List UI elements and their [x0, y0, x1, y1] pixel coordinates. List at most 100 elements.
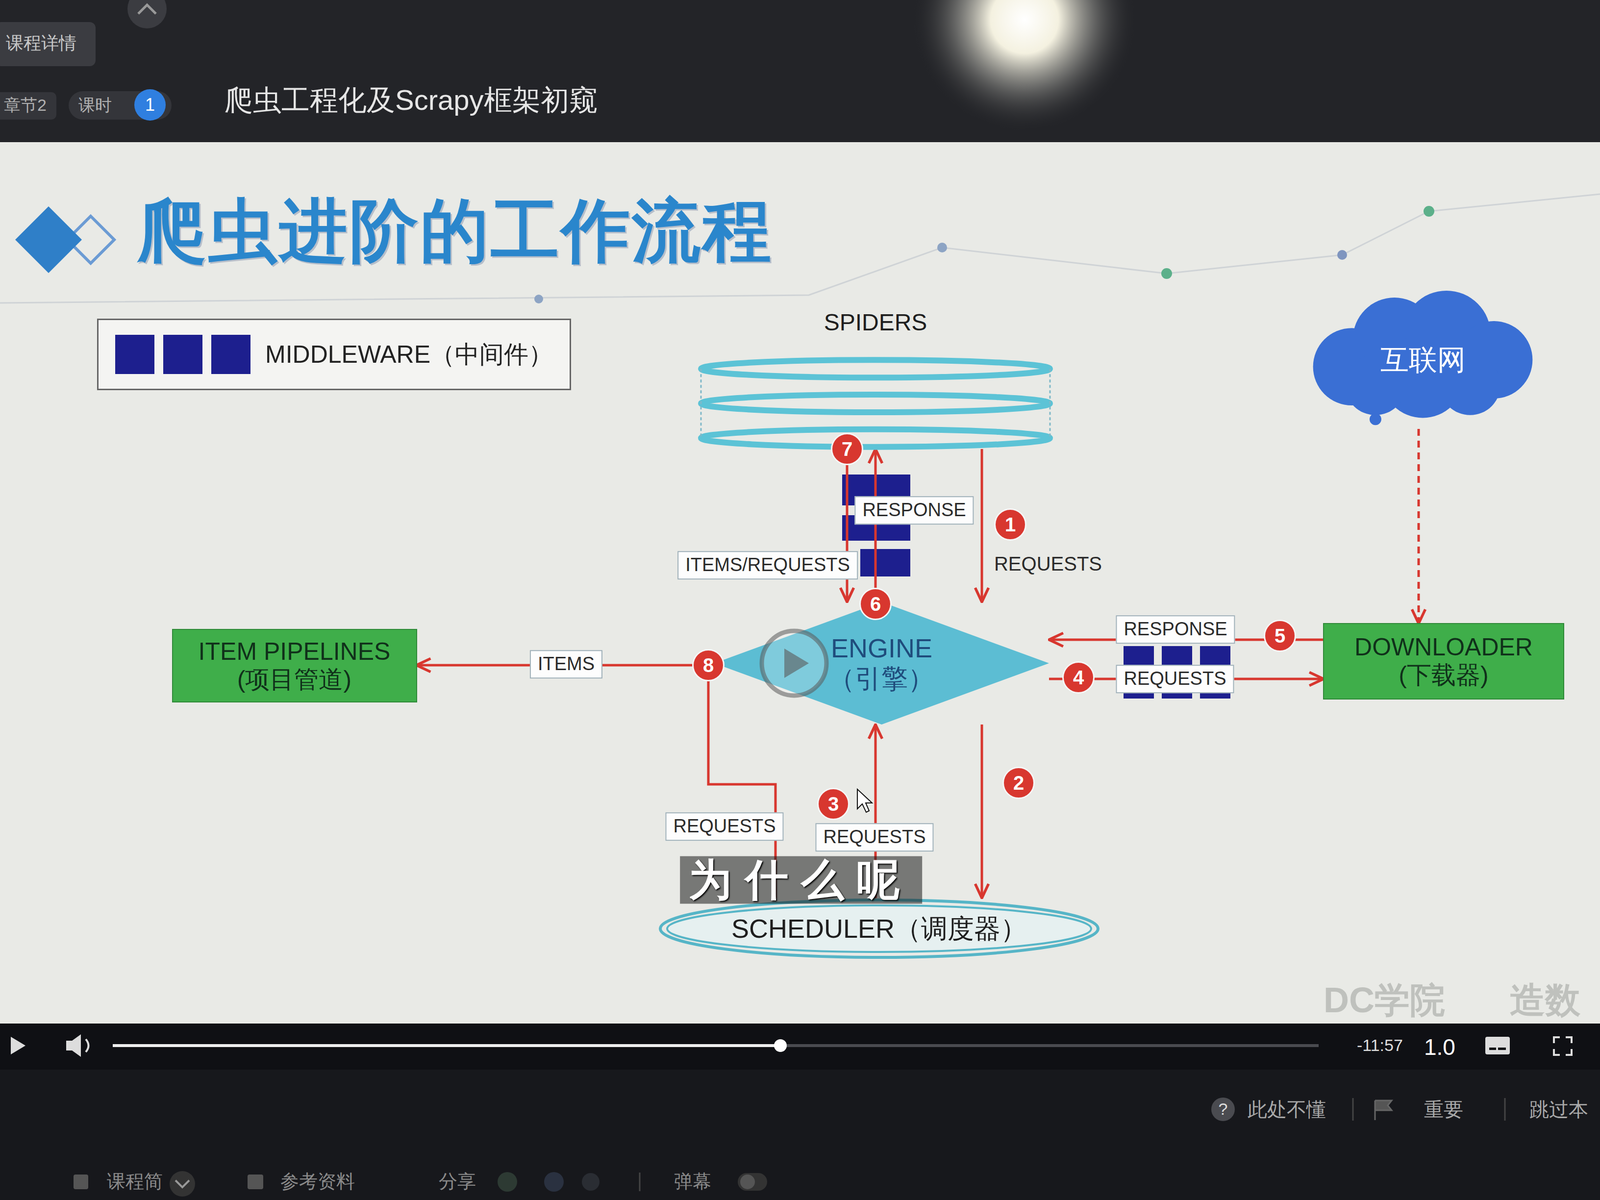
tab-title: 课程详情 [5, 32, 77, 53]
band-ring [700, 429, 1050, 448]
deco-dot [1161, 268, 1173, 279]
lesson-number: 1 [145, 94, 155, 115]
deco-dot [1423, 205, 1435, 217]
band-ring [700, 394, 1050, 413]
video-subtitle: 为什么呢 [679, 856, 923, 904]
callout-number: 3 [817, 787, 850, 821]
deco-dot [534, 294, 544, 304]
expand-button [169, 1171, 196, 1197]
watermark: DC学院 [1323, 979, 1446, 1021]
share-icon [497, 1172, 518, 1192]
screen-glare [911, 0, 1138, 133]
mouse-cursor [857, 789, 873, 813]
share-icon [581, 1173, 600, 1191]
cloud-tail [1369, 413, 1382, 425]
callout-number: 5 [1263, 619, 1297, 652]
node-text-group: 互联网 [1380, 343, 1466, 377]
legend-box: MIDDLEWARE（中间件） [97, 318, 572, 391]
legend-text: MIDDLEWARE（中间件） [265, 338, 553, 372]
watermark: 造数 [1509, 979, 1581, 1021]
separator [639, 1172, 641, 1192]
separator [1504, 1098, 1506, 1121]
node-label: SPIDERS [824, 308, 928, 336]
player-bar [0, 1023, 1600, 1070]
play-icon [10, 1036, 26, 1055]
caption-icon [1485, 1036, 1510, 1055]
flow-label: REQUESTS [815, 823, 934, 852]
chevron-up [138, 4, 156, 14]
help-icon [1211, 1097, 1235, 1122]
flow-label: ITEMS [529, 650, 603, 679]
slide-ground [0, 142, 1600, 1024]
header-bar [0, 0, 1600, 143]
toggle [737, 1173, 768, 1191]
progress-played [112, 1044, 781, 1048]
chapter-pill [0, 92, 57, 120]
bottom-strip [0, 1069, 1600, 1200]
node-label: SCHEDULER（调度器） [731, 913, 1027, 944]
node-text-group: DOWNLOADER (下载器) [1345, 633, 1542, 690]
flag-icon [1375, 1100, 1392, 1121]
volume-icon [66, 1040, 73, 1051]
internet-cloud: 互联网 [1304, 290, 1542, 429]
lesson-title: 爬虫工程化及Scrapy框架初窥 [224, 83, 598, 117]
video-play-triangle [784, 648, 809, 678]
callout-number: 7 [830, 432, 864, 466]
engine-diamond: ENGINE （引擎） [714, 601, 1050, 725]
callout-number: 1 [994, 508, 1027, 541]
share-icon [544, 1172, 564, 1192]
time-remaining: -11:57 [1356, 1035, 1403, 1055]
engine-diamond-outline [714, 601, 1050, 725]
bottom-tab: 分享 [438, 1171, 476, 1193]
ellipse-outer [660, 900, 1099, 958]
progress-track [112, 1044, 1319, 1048]
collapse-button [127, 0, 167, 29]
node-label: ITEM PIPELINES (项目管道) [184, 637, 405, 695]
flow-arrow [874, 449, 877, 602]
deco-dot [1337, 250, 1348, 260]
playback-speed: 1.0 [1424, 1034, 1456, 1061]
toolbar-button: 跳过本 [1529, 1098, 1589, 1121]
node-label: 互联网 [1380, 343, 1466, 377]
fullscreen-icon [1553, 1037, 1572, 1055]
middleware-block [860, 549, 911, 577]
node-label: DOWNLOADER (下载器) [1345, 633, 1542, 690]
node-text-group: ITEM PIPELINES (项目管道) [184, 637, 405, 695]
flow-label: REQUESTS [1115, 664, 1234, 694]
legend-swatch [115, 334, 251, 375]
node-text-group: SPIDERS [824, 308, 928, 336]
callout-number: 2 [1002, 766, 1035, 800]
flow-label: REQUESTS [665, 812, 784, 841]
toggle-knob [740, 1174, 755, 1190]
diamond-fill [714, 601, 1050, 725]
box-fill [172, 629, 417, 702]
help-glyph: ? [1218, 1099, 1228, 1119]
volume-wave [85, 1039, 89, 1052]
flow-label: ITEMS/REQUESTS [677, 550, 858, 580]
separator [1352, 1098, 1354, 1121]
deco-dot [937, 242, 948, 253]
lesson-tab: 课时 [78, 95, 112, 115]
band-side [700, 368, 702, 438]
chapter-tab: 章节2 [3, 95, 47, 115]
chevron-down [175, 1180, 190, 1188]
callout-number: 4 [1062, 661, 1095, 694]
node-text-group: SCHEDULER（调度器） [731, 913, 1027, 944]
caption-icon-line [1498, 1047, 1506, 1050]
reference-icon [247, 1174, 264, 1190]
tab-pill [0, 22, 96, 67]
slide-title: 爬虫进阶的工作流程 [137, 191, 774, 271]
lesson-badge [134, 89, 166, 121]
callout-number: 6 [859, 587, 892, 621]
callout-number: 8 [692, 649, 725, 682]
node-label: ENGINE （引擎） [820, 632, 943, 694]
volume-icon [72, 1034, 81, 1057]
flow-arrow [980, 449, 984, 602]
flow-label: RESPONSE [1115, 615, 1235, 644]
bottom-tab: 参考资料 [280, 1171, 355, 1193]
bottom-tab: 课程简 [106, 1171, 163, 1193]
pipeline-box: ITEM PIPELINES (项目管道) [172, 629, 417, 702]
scheduler-ellipse: SCHEDULER（调度器） [658, 898, 1100, 960]
